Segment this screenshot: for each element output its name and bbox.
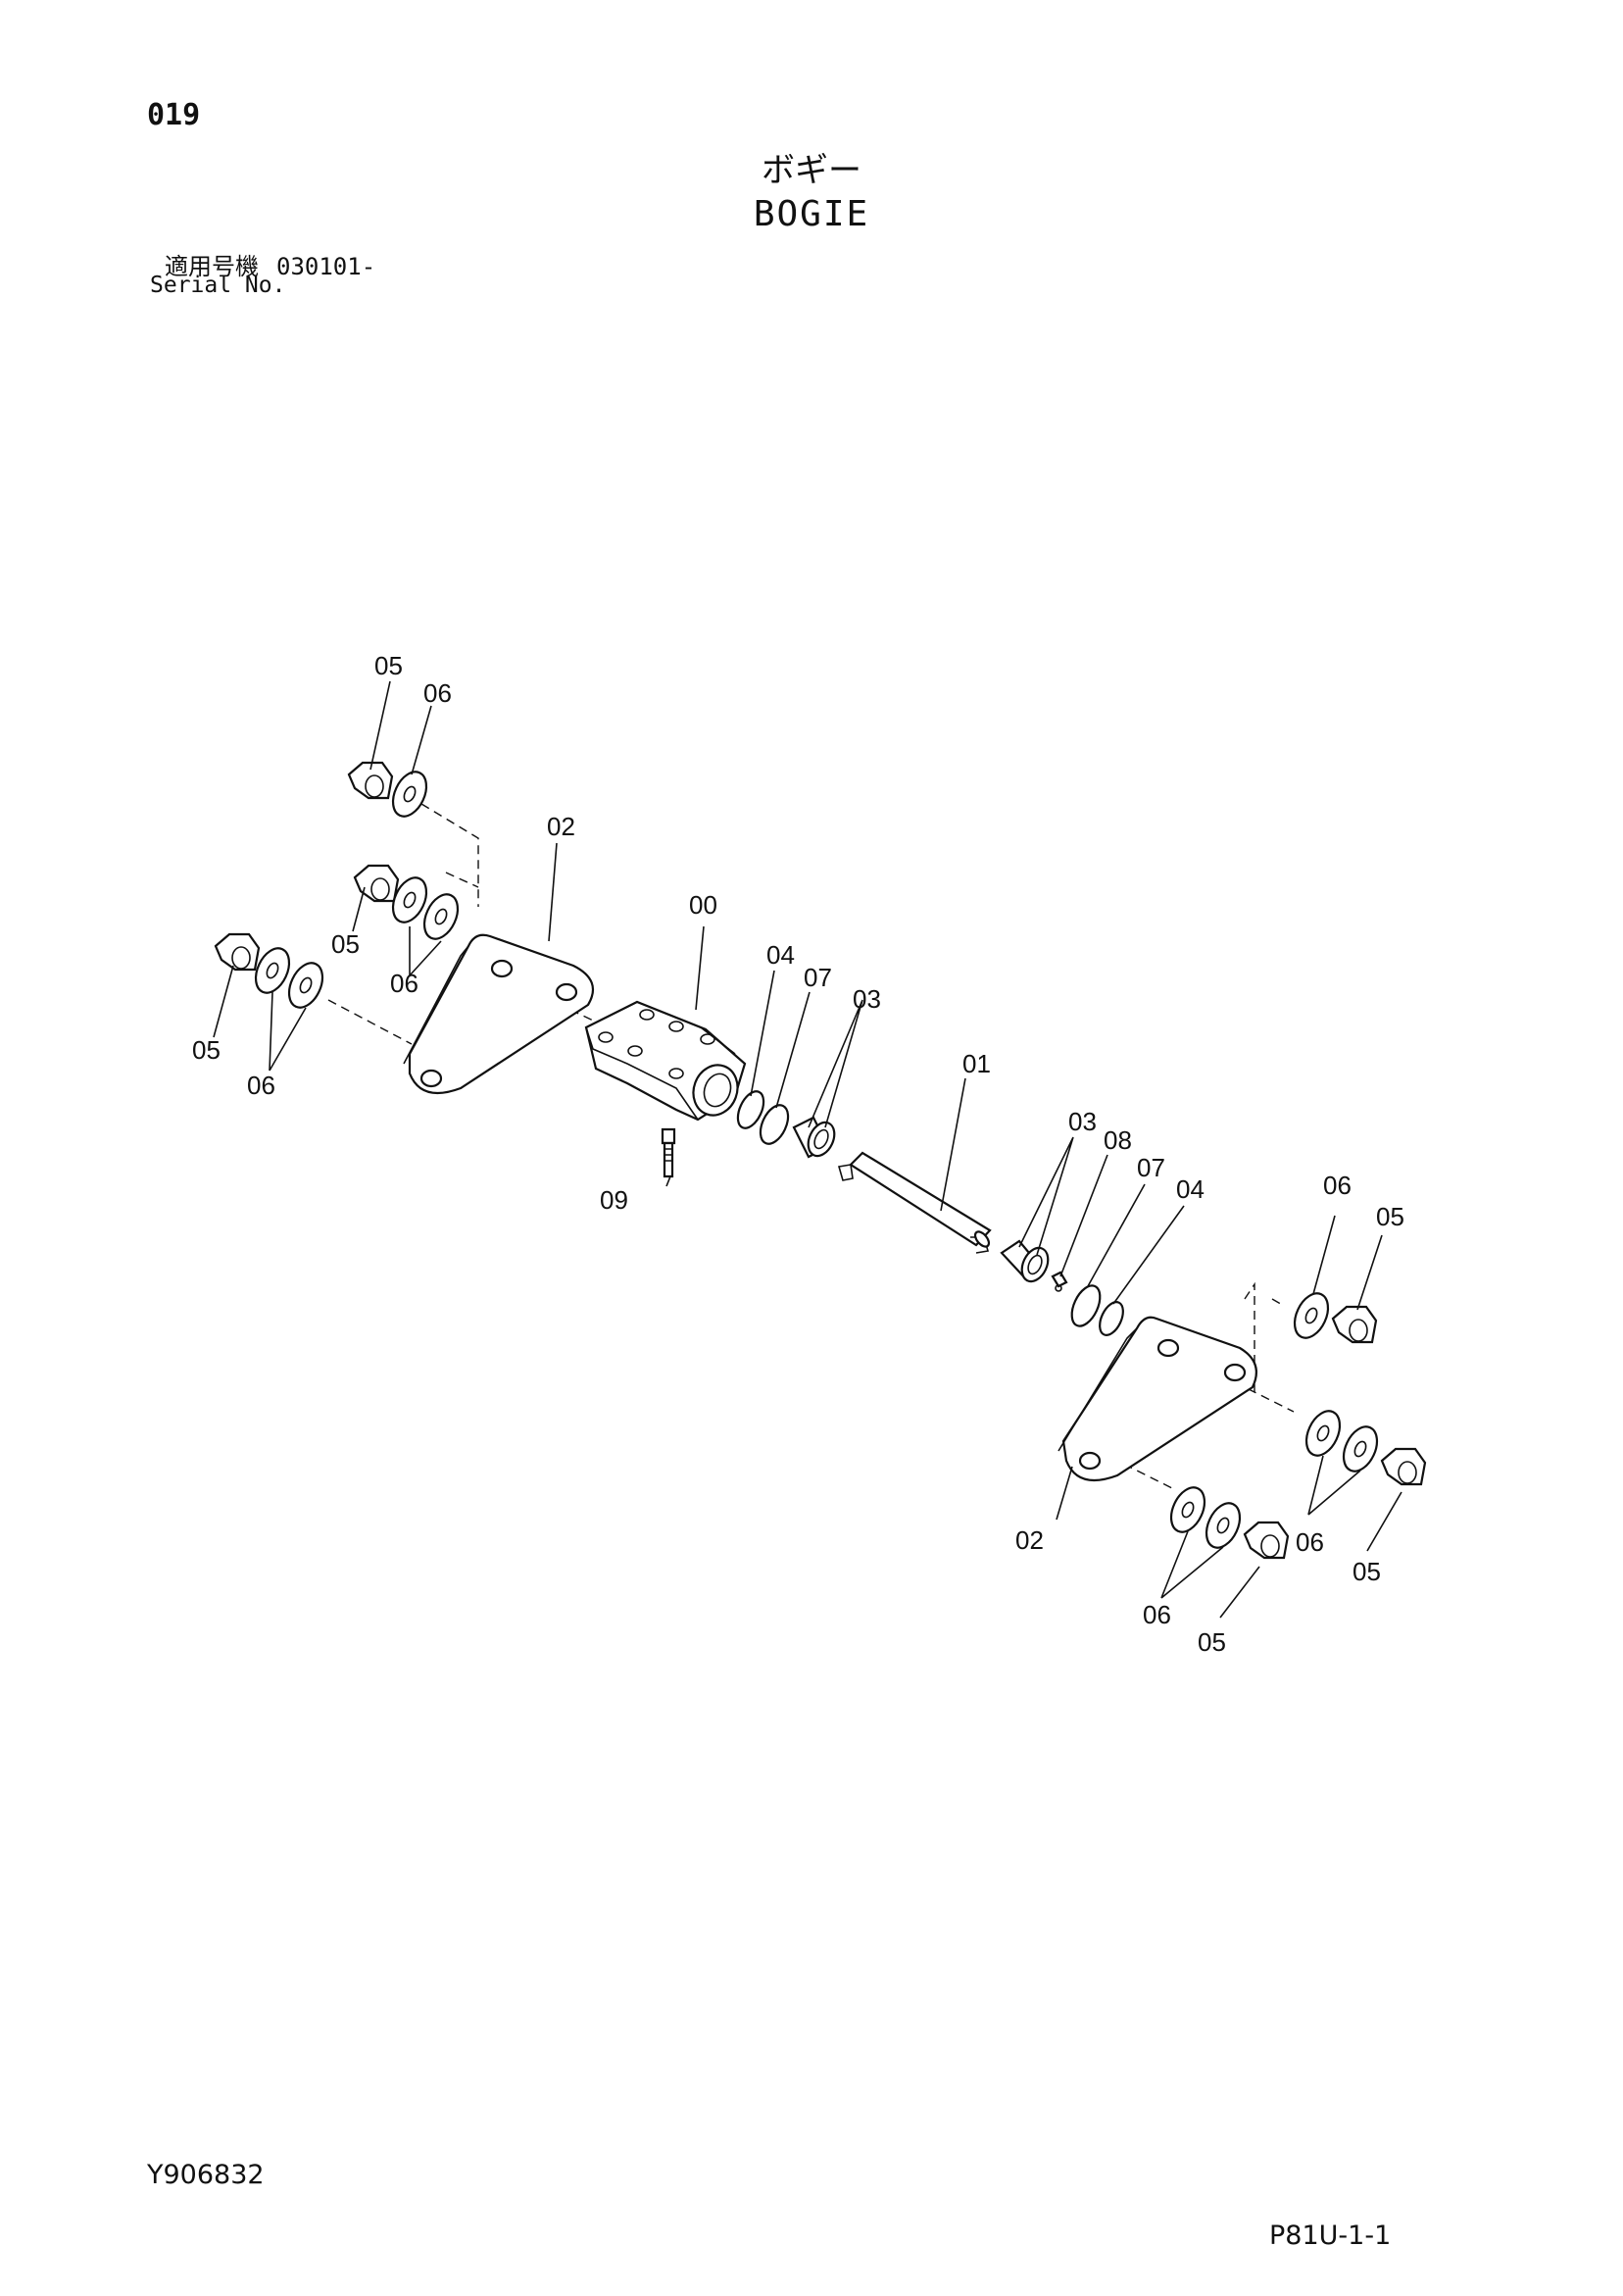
callout-02-left: 02 — [547, 812, 575, 841]
callout-05-d: 05 — [1376, 1202, 1404, 1231]
washer-right-top — [1293, 1292, 1330, 1339]
seal-left-04 — [736, 1090, 765, 1129]
nut-middle-1 — [353, 864, 400, 903]
callout-05-a: 05 — [374, 651, 403, 680]
callout-06-e: 06 — [1296, 1527, 1324, 1557]
callout-06-f: 06 — [1143, 1600, 1171, 1629]
page-number: 019 — [147, 98, 201, 132]
bracket-plate-left — [403, 933, 595, 1095]
callout-02-right: 02 — [1015, 1525, 1044, 1555]
nut-right-mid — [1380, 1447, 1427, 1486]
seal-right-04 — [1099, 1301, 1124, 1336]
serial-label-jp: 適用号機 — [165, 253, 259, 280]
bogie-body — [584, 1000, 747, 1122]
bolt — [661, 1127, 676, 1178]
pin-shaft — [837, 1151, 992, 1254]
callout-08-fitting: 08 — [1104, 1125, 1132, 1155]
serial-label-en: Serial No. — [150, 273, 286, 298]
bushing-right-03 — [1000, 1239, 1050, 1283]
callout-05-f: 05 — [1198, 1627, 1226, 1657]
callout-03-right: 03 — [1068, 1107, 1097, 1136]
callout-07-left: 07 — [804, 963, 832, 992]
bracket-plate-right — [1057, 1316, 1257, 1482]
washer-lower-2 — [287, 962, 324, 1009]
callout-03-left: 03 — [853, 984, 881, 1014]
washer-lower-1 — [254, 947, 291, 994]
nut-right-low — [1243, 1521, 1290, 1560]
callout-04-left: 04 — [766, 940, 795, 970]
callout-06-c: 06 — [247, 1071, 275, 1100]
nut-lower-1 — [214, 932, 261, 972]
leader-lines — [213, 680, 1402, 1619]
serial-value: 030101- — [276, 253, 376, 280]
callout-09-bolt: 09 — [600, 1185, 628, 1215]
callout-05-e: 05 — [1352, 1557, 1381, 1586]
bushing-left-03 — [792, 1116, 836, 1159]
callout-00-body: 00 — [689, 890, 717, 920]
washer-right-low-2 — [1205, 1502, 1242, 1549]
callout-05-b: 05 — [331, 929, 360, 959]
callout-04-right: 04 — [1176, 1174, 1205, 1204]
washer-right-low-1 — [1169, 1486, 1206, 1533]
callout-06-b: 06 — [390, 969, 418, 998]
nut-right-top — [1331, 1305, 1378, 1344]
nut-upper-1 — [347, 761, 394, 800]
title-japanese: ボギー — [762, 151, 861, 190]
washer-middle-1 — [391, 876, 428, 923]
oring-left-07 — [759, 1104, 790, 1145]
washer-middle-2 — [422, 893, 460, 940]
washer-right-mid-2 — [1342, 1425, 1379, 1472]
callout-06-a: 06 — [423, 678, 452, 708]
washer-right-mid-1 — [1304, 1410, 1342, 1457]
callout-06-d: 06 — [1323, 1171, 1352, 1200]
drawing-code: Y906832 — [147, 2160, 265, 2190]
callout-05-c: 05 — [192, 1035, 221, 1065]
serial-line-japanese: 適用号機 030101- — [165, 247, 375, 281]
title-english: BOGIE — [753, 194, 870, 234]
callout-01-pin: 01 — [962, 1049, 991, 1078]
oring-right-07 — [1070, 1284, 1102, 1327]
grease-fitting-08 — [1051, 1271, 1068, 1292]
page-code: P81U-1-1 — [1269, 2221, 1392, 2251]
washer-upper-1 — [391, 771, 428, 818]
callout-07-right: 07 — [1137, 1153, 1165, 1182]
